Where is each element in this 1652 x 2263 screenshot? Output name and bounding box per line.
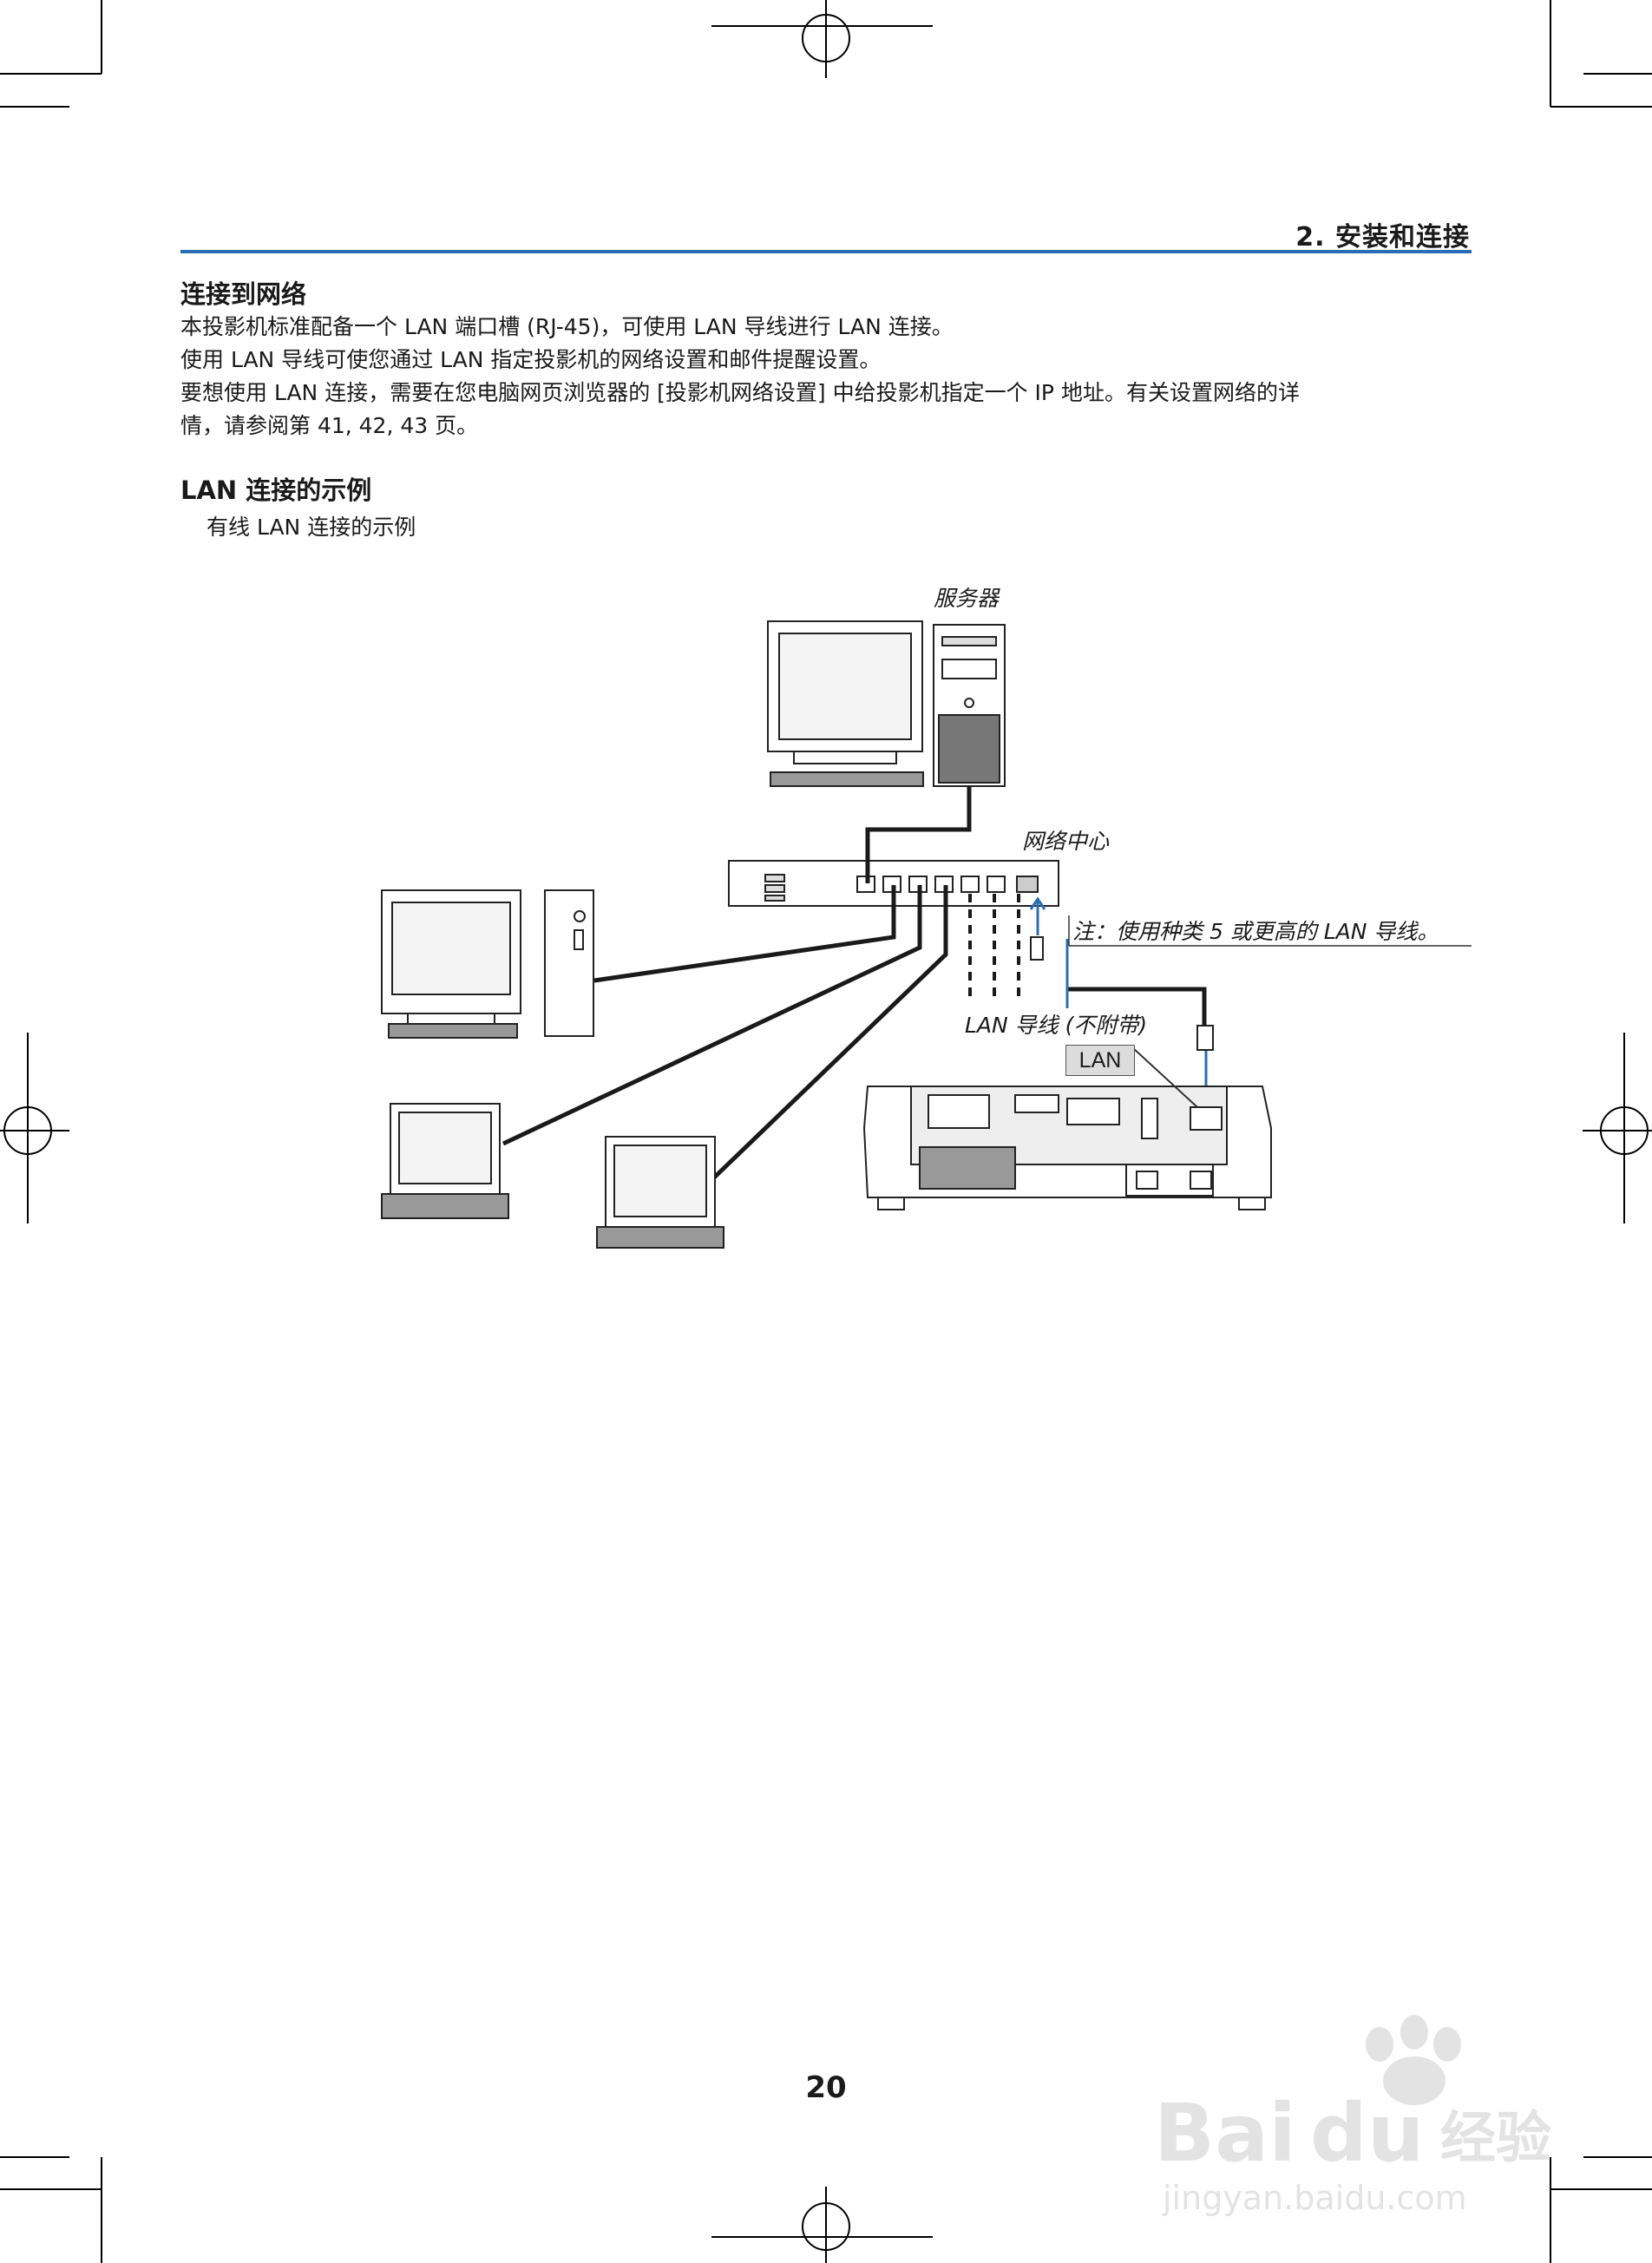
desktop-pc-icon xyxy=(381,889,594,1039)
section-title: 连接到网络 xyxy=(180,279,307,309)
cable-label: LAN 导线 (不附带) xyxy=(965,1013,1148,1038)
lan-port-label: LAN xyxy=(1065,1045,1135,1076)
watermark-url: jingyan.baidu.com xyxy=(1162,2179,1467,2217)
paragraph-4: 情，请参阅第 41, 42, 43 页。 xyxy=(180,413,479,438)
page-number: 20 xyxy=(805,2070,847,2105)
header-rule xyxy=(180,250,1472,253)
lan-cables xyxy=(502,786,1207,1182)
server-tower-icon xyxy=(933,624,1006,787)
watermark-brand-cn: 经验 xyxy=(1440,2107,1551,2171)
laptop-icon-1 xyxy=(381,1103,509,1219)
baidu-jingyan-watermark: Bai du 经验 jingyan.baidu.com xyxy=(1154,2015,1551,2217)
server-label: 服务器 xyxy=(934,586,1000,611)
hub-label: 网络中心 xyxy=(1022,829,1110,854)
example-subtitle: 有线 LAN 连接的示例 xyxy=(206,515,416,540)
server-monitor-icon xyxy=(767,620,924,787)
cable-note: 注：使用种类 5 或更高的 LAN 导线。 xyxy=(1072,919,1439,944)
laptop-icon-2 xyxy=(596,1136,724,1249)
projector-icon xyxy=(862,1086,1272,1210)
watermark-brand2: du xyxy=(1310,2087,1424,2180)
paragraph-2: 使用 LAN 导线可使您通过 LAN 指定投影机的网络设置和邮件提醒设置。 xyxy=(180,347,882,372)
section-header: 2. 安装和连接 xyxy=(1295,222,1470,253)
paragraph-3: 要想使用 LAN 连接，需要在您电脑网页浏览器的 [投影机网络设置] 中给投影机… xyxy=(180,380,1300,405)
paragraph-1: 本投影机标准配备一个 LAN 端口槽 (RJ-45)，可使用 LAN 导线进行 … xyxy=(180,314,954,339)
example-title: LAN 连接的示例 xyxy=(180,476,372,505)
watermark-brand: Bai xyxy=(1154,2087,1296,2180)
